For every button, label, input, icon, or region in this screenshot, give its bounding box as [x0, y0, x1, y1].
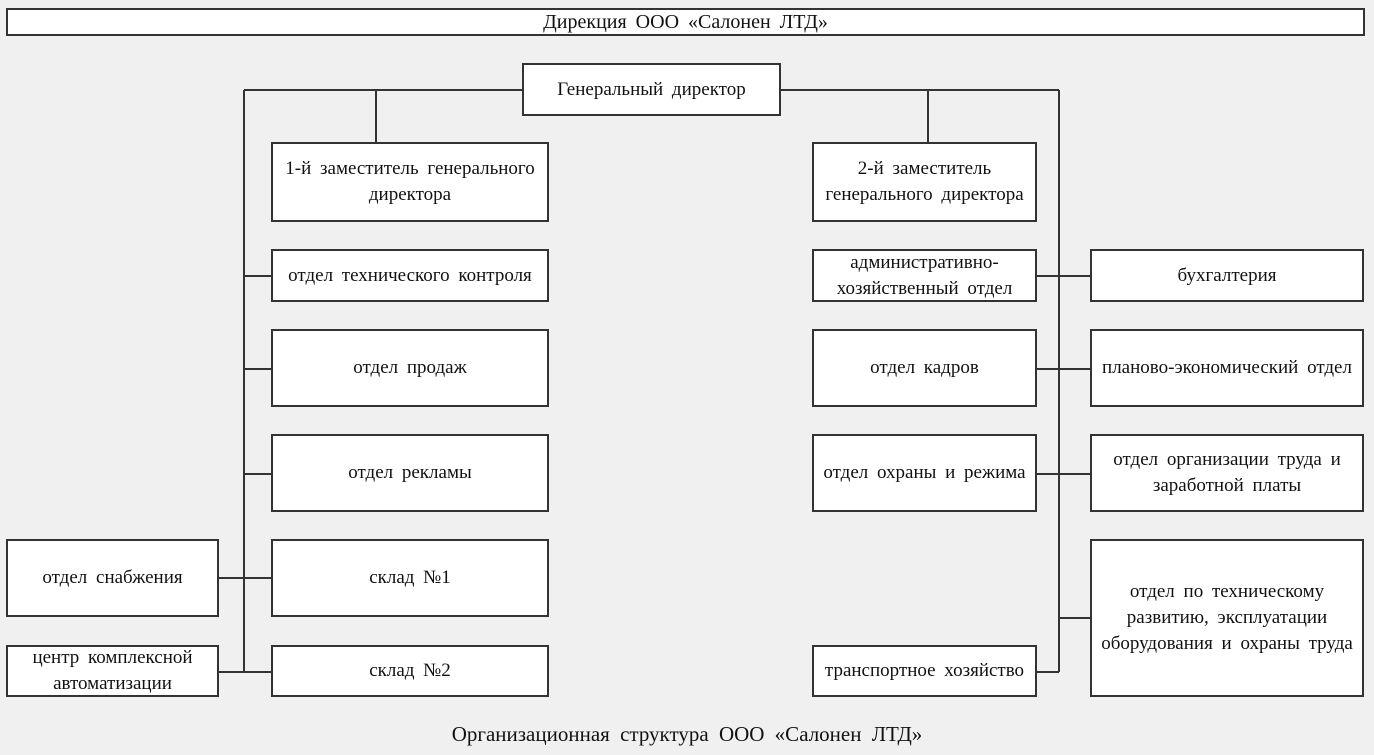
transport-box: транспортное хозяйство [812, 645, 1037, 697]
automation-center-box: центр комплексной автоматизации [6, 645, 219, 697]
labor-org-box: отдел организации труда и заработной пла… [1090, 434, 1364, 512]
advertising-box: отдел рекламы [271, 434, 549, 512]
deputy-2-box: 2-й заместитель генерального директора [812, 142, 1037, 222]
header-title: Дирекция ООО «Салонен ЛТД» [543, 11, 828, 33]
security-box: отдел охраны и режима [812, 434, 1037, 512]
hr-box: отдел кадров [812, 329, 1037, 407]
warehouse-2-box: склад №2 [271, 645, 549, 697]
planning-box: планово-экономический отдел [1090, 329, 1364, 407]
admin-dept-box: административно-хозяйственный отдел [812, 249, 1037, 302]
general-director-box: Генеральный директор [522, 63, 781, 116]
tech-control-box: отдел технического контроля [271, 249, 549, 302]
warehouse-1-box: склад №1 [271, 539, 549, 617]
diagram-caption: Организационная структура ООО «Салонен Л… [451, 722, 923, 746]
sales-box: отдел продаж [271, 329, 549, 407]
supply-box: отдел снабжения [6, 539, 219, 617]
header-box: Дирекция ООО «Салонен ЛТД» [6, 8, 1365, 36]
accounting-box: бухгалтерия [1090, 249, 1364, 302]
tech-development-box: отдел по техническому развитию, эксплуат… [1090, 539, 1364, 697]
deputy-1-box: 1-й заместитель генерального директора [271, 142, 549, 222]
